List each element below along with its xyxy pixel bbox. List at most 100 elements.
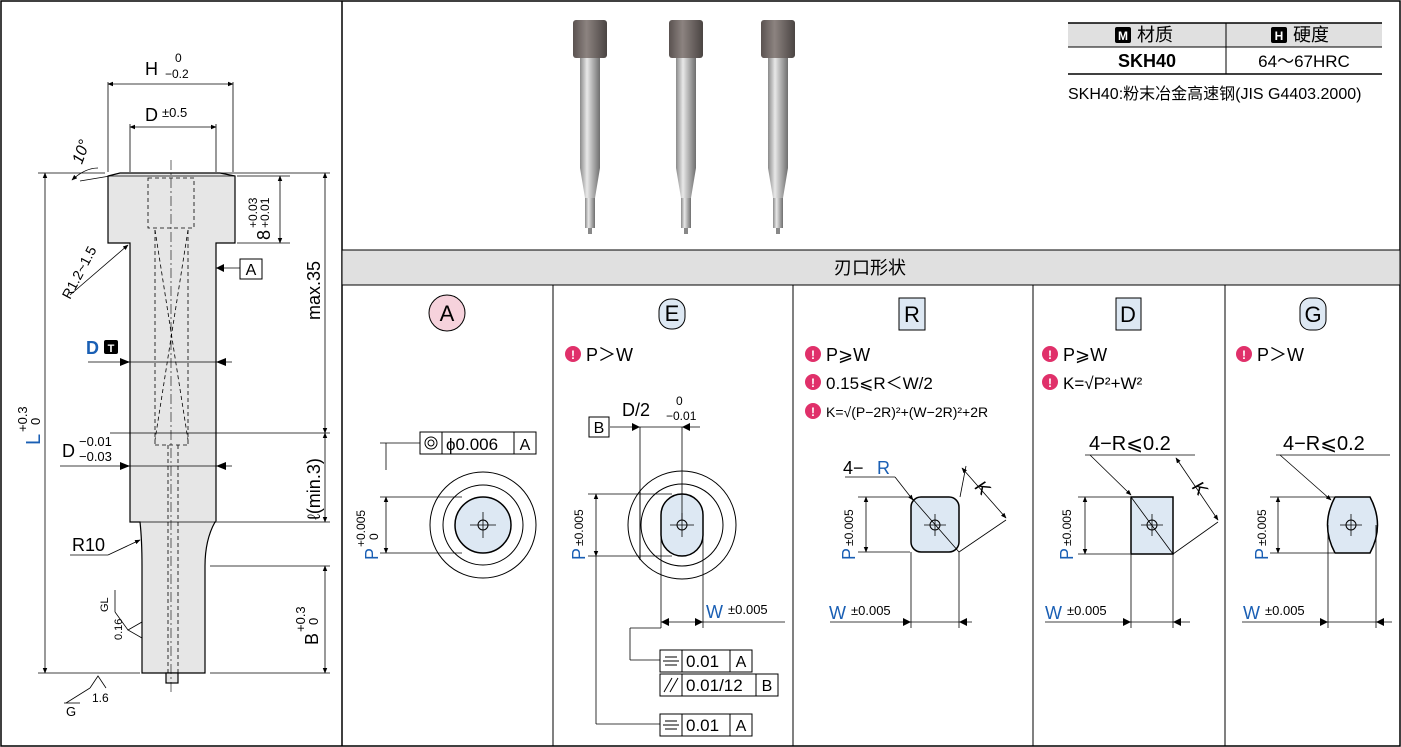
panel-e-w-tol: ±0.005 [728,602,768,617]
svg-text:A: A [440,301,455,326]
h-tol-upper: 0 [175,51,182,65]
cond-icon: ! [805,346,821,362]
punch-photos [573,20,795,234]
hardness-badge: H [1271,27,1287,43]
panel-e-cond1: P＞W [586,345,633,365]
svg-text:A: A [736,718,747,735]
panel-d-p-tol: ±0.005 [1060,509,1074,546]
panel-d-w-tol: ±0.005 [1067,603,1107,618]
panel-e: E ! P＞W B D/2 0 −0.01 P ±0.005 [565,298,785,737]
panel-d-cond1: P⩾W [1063,345,1107,365]
punch-photo [761,20,795,234]
panel-r: R ! P⩾W ! 0.15⩽R＜W/2 ! K=√(P−2R)²+(W−2R)… [805,297,1007,628]
panel-a-p-tol-lower: 0 [367,533,381,540]
material-value: SKH40 [1118,51,1176,71]
panel-e-datum-b: B [594,420,605,437]
h-tol-lower: −0.2 [165,67,189,81]
cond-icon: ! [1042,346,1058,362]
panel-g: G ! P＞W 4−R⩽0.2 P ±0.005 W ±0.005 [1236,297,1392,628]
panel-d-corner: 4−R⩽0.2 [1089,433,1171,455]
r10-label: R10 [72,535,105,555]
panel-g-cond1: P＞W [1257,345,1304,365]
punch-drawing: H 0 −0.2 D ±0.5 10° 8 +0.03 +0.01 R1.2~1… [15,51,330,719]
svg-text:G: G [1304,302,1321,327]
fcf-parallelism: 0.01/12 B [659,673,779,697]
gl-label: GL [99,597,111,612]
panel-g-p-tol: ±0.005 [1255,509,1269,546]
svg-text:E: E [665,301,680,326]
punch-photo [573,20,607,234]
d-head: D [145,105,158,125]
hardness-header: 硬度 [1293,25,1329,45]
d-lower: D [62,441,75,461]
d-lower-tol-upper: −0.01 [79,434,112,449]
d-t-label: D [86,338,99,358]
badge-e: E [658,298,686,330]
punch-photo [669,20,703,234]
cond-icon: ! [1236,346,1252,362]
d-head-tol: ±0.5 [162,105,187,120]
cond-icon: ! [805,403,821,419]
l-tol-lower: 0 [28,418,43,425]
svg-text:!: ! [1242,348,1246,362]
panel-r-cond3: K=√(P−2R)²+(W−2R)²+2R [826,404,988,420]
badge-g: G [1299,297,1327,331]
panel-d: D ! P⩾W ! K=√P²+W² 4−R⩽0.2 K P ±0.00 [1042,297,1219,628]
panel-r-w: W [829,603,846,623]
svg-text:B: B [762,678,773,695]
svg-text:!: ! [1048,348,1052,362]
h-dim: H [145,59,158,79]
panel-e-half-d: D/2 [622,400,650,420]
svg-text:!: ! [811,348,815,362]
panel-r-cond1: P⩾W [826,345,870,365]
punch-outline [107,172,236,674]
radius-head: R1.2~1.5 [59,243,100,301]
d-t-badge: T [104,340,118,355]
head-tol-lower: +0.01 [258,197,272,228]
datum-a: A [246,262,257,279]
g-value: 1.6 [92,691,109,705]
panel-g-w: W [1243,603,1260,623]
panel-r-k: K [971,477,994,500]
panel-r-corner-prefix: 4− [843,458,864,478]
svg-text:A: A [736,654,747,671]
panel-r-w-tol: ±0.005 [851,603,891,618]
fcf-concentricity: ϕ0.006 A [419,431,537,455]
spec-table: M 材质 H 硬度 SKH40 64～67HRC SKH40:粉末冶金高速钢(J… [1068,22,1382,103]
panel-e-half-d-tol-lower: −0.01 [666,409,697,423]
hardness-value: 64～67HRC [1258,52,1350,71]
svg-text:0.01/12: 0.01/12 [686,676,743,695]
cond-icon: ! [565,346,581,362]
panel-r-cond2: 0.15⩽R＜W/2 [826,374,933,393]
panel-e-half-d-tol-upper: 0 [676,394,683,408]
panel-d-w: W [1045,603,1062,623]
panel-g-w-tol: ±0.005 [1265,603,1305,618]
panel-d-p: P [1057,548,1077,560]
head-tol-upper: +0.03 [246,197,260,228]
material-note: SKH40:粉末冶金高速钢(JIS G4403.2000) [1068,85,1361,103]
b-tol-upper: +0.3 [293,606,308,632]
badge-r: R [898,297,926,331]
badge-a: A [428,294,466,332]
svg-text:0.01: 0.01 [686,716,719,735]
panel-e-p: P [569,548,589,560]
panel-g-p: P [1252,548,1272,560]
material-badge: M [1115,27,1131,43]
panel-a-p-tol-upper: +0.005 [354,510,368,547]
cond-icon: ! [805,374,821,390]
svg-text:H: H [1275,29,1284,43]
angle-10: 10° [70,137,94,166]
cond-icon: ! [1042,374,1058,390]
panel-a: A ϕ0.006 A P +0.005 0 [354,294,537,579]
panel-d-cond2: K=√P²+W² [1063,374,1143,393]
head-height: 8 [254,230,274,240]
gl-value: 0.16 [113,619,125,640]
svg-text:0.01: 0.01 [686,652,719,671]
panel-r-p-tol: ±0.005 [842,509,856,546]
panel-a-p: P [362,548,382,560]
material-header: 材质 [1137,25,1173,45]
section-title: 刃口形状 [834,258,906,278]
svg-text:A: A [520,437,531,454]
